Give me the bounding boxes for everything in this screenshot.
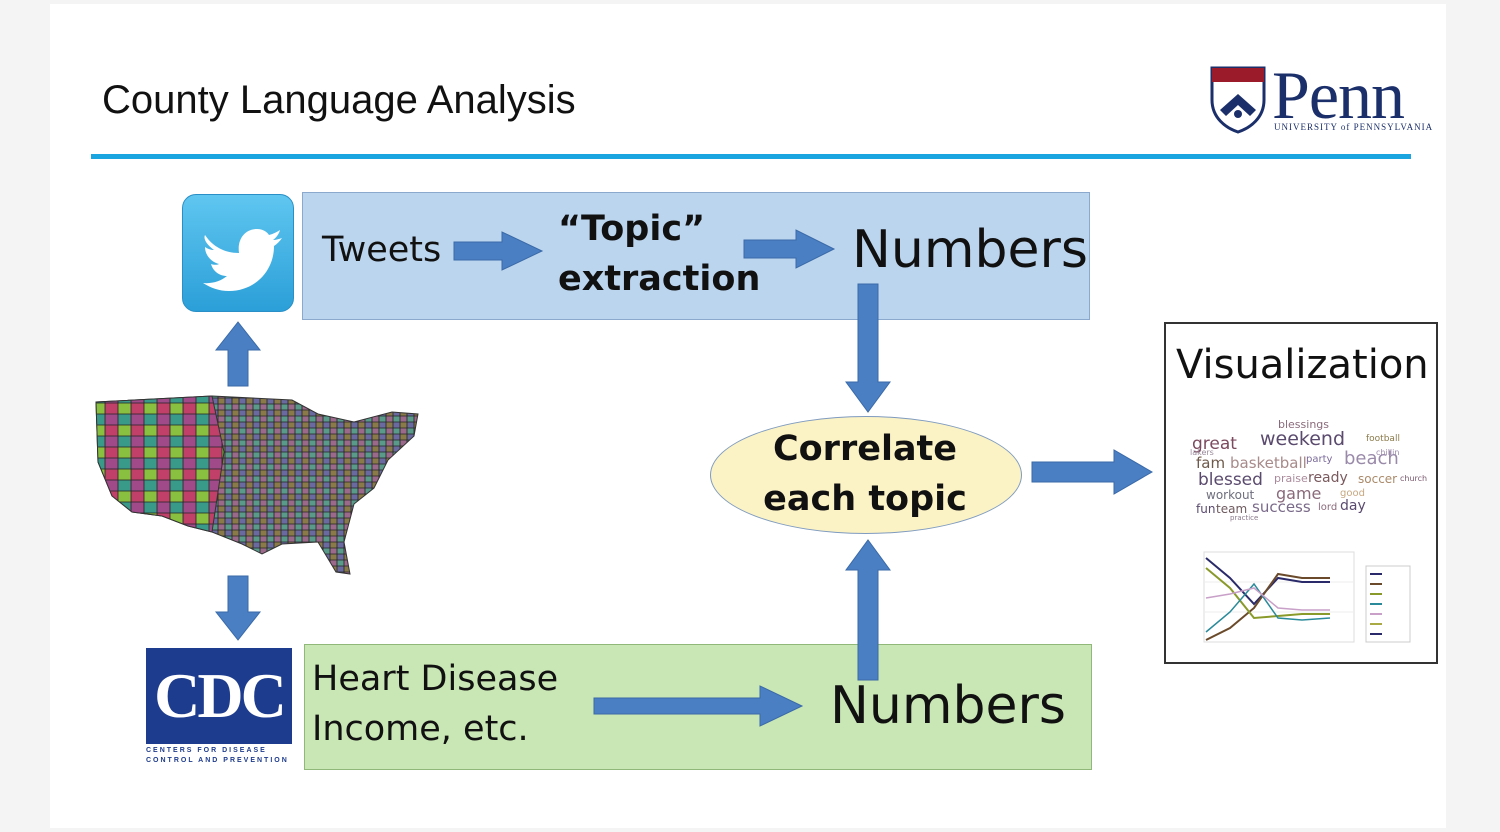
penn-shield-icon [1210,66,1266,134]
cdc-logo-text: CDC [154,660,287,731]
word-cloud-word: lakers [1190,448,1214,457]
word-cloud-word: fun [1196,502,1216,516]
us-county-map-image [95,395,419,575]
slide-title: County Language Analysis [102,78,576,122]
word-cloud-word: workout [1206,488,1255,502]
topic-extraction-line2: extraction [558,259,761,299]
word-cloud-word: church [1400,474,1428,483]
numbers-top-label: Numbers [852,220,1088,280]
cdc-subtitle-line2: CONTROL AND PREVENTION [146,757,289,764]
cdc-subtitle-line1: CENTERS FOR DISEASE [146,747,267,754]
topic-extraction-line1: “Topic” [558,209,706,249]
word-cloud-word: ready [1308,470,1348,486]
line-chart-thumbnail [1190,548,1420,654]
word-cloud-image: blessings great weekend football fam bas… [1190,418,1427,522]
title-divider [91,154,1411,159]
word-cloud-word: party [1306,454,1333,465]
arrow-down-icon [214,575,262,641]
word-cloud-word: day [1340,498,1366,514]
word-cloud-word: beach [1344,448,1399,469]
word-cloud-word: praise [1274,472,1308,485]
word-cloud-word: team [1216,502,1248,516]
heart-disease-line2: Income, etc. [312,709,529,749]
tweets-pipeline-box [302,192,1090,320]
correlate-ellipse [710,416,1022,534]
word-cloud-word: practice [1230,514,1259,522]
correlate-line1: Correlate [772,429,958,469]
word-cloud-word: fam [1196,454,1226,472]
word-cloud-word: basketball [1230,454,1307,472]
word-cloud-word: lord [1318,502,1338,513]
cdc-subtitle: CENTERS FOR DISEASE CONTROL AND PREVENTI… [146,746,296,766]
word-cloud-word: blessings [1278,418,1330,431]
heart-disease-label: Heart Disease Income, etc. [312,654,558,754]
flow-arrows [214,229,1153,727]
twitter-logo [182,194,294,312]
word-cloud-word: great [1192,434,1237,454]
word-cloud-word: weekend [1260,428,1346,450]
word-cloud-word: good [1340,488,1365,499]
cdc-logo [146,648,292,744]
arrow-down-icon [845,283,891,413]
arrow-up-icon [845,539,891,681]
word-cloud-word: success [1252,498,1311,516]
word-cloud-word: soccer [1358,472,1398,486]
arrow-right-icon [743,229,836,269]
twitter-bird-icon [203,229,282,291]
arrow-right-icon [593,685,804,727]
correlate-label: Correlate each topic [710,424,1020,524]
word-cloud-word: blessed [1198,470,1263,490]
arrow-right-icon [453,231,544,271]
correlate-line2: each topic [763,479,967,519]
heart-disease-line1: Heart Disease [312,659,559,699]
tweets-label: Tweets [322,230,442,270]
penn-wordmark: Penn [1272,57,1405,133]
word-cloud-word: game [1276,484,1322,503]
slide: County Language Analysis Penn UNIVERSITY… [50,4,1446,828]
arrow-up-icon [214,321,262,387]
numbers-bottom-label: Numbers [830,676,1066,736]
penn-subtitle: UNIVERSITY of PENNSYLVANIA [1274,122,1434,132]
arrow-right-icon [1031,449,1153,495]
topic-extraction-label: “Topic” extraction [558,204,760,304]
visualization-label: Visualization [1176,342,1429,388]
word-cloud-word: chillin [1376,448,1400,457]
word-cloud-word: football [1366,434,1400,444]
